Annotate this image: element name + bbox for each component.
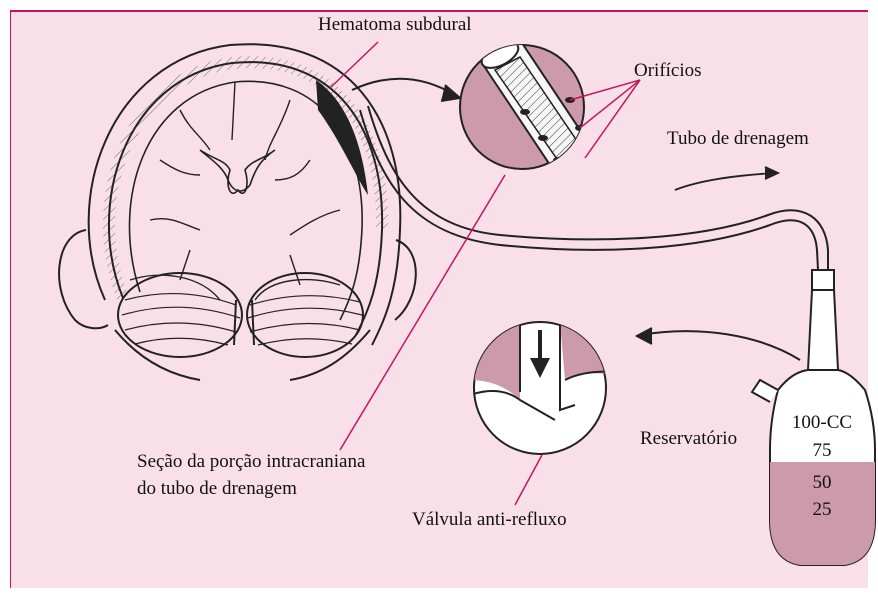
label-hematoma-subdural: Hematoma subdural [318, 14, 472, 36]
valve-lens [470, 322, 615, 454]
tube-section-lens [460, 37, 600, 180]
label-orificios: Orifícios [634, 60, 702, 82]
scale-25: 25 [782, 499, 862, 521]
scale-75: 75 [782, 440, 862, 462]
flow-arrow [675, 167, 778, 190]
label-secao-line1: Seção da porção intracraniana [137, 451, 365, 473]
scale-100cc: 100-CC [782, 412, 862, 434]
arrow-to-valve [637, 328, 800, 360]
label-secao-line2: do tubo de drenagem [137, 478, 297, 500]
scale-50: 50 [782, 472, 862, 494]
hematoma-leader [330, 42, 378, 88]
valve-leader [515, 455, 542, 505]
arrow-to-tube-section [352, 79, 460, 101]
label-valvula-anti-refluxo: Válvula anti-refluxo [412, 509, 567, 531]
label-tubo-de-drenagem: Tubo de drenagem [667, 128, 809, 150]
skull-section [59, 44, 416, 380]
label-reservatorio: Reservatório [640, 428, 737, 450]
